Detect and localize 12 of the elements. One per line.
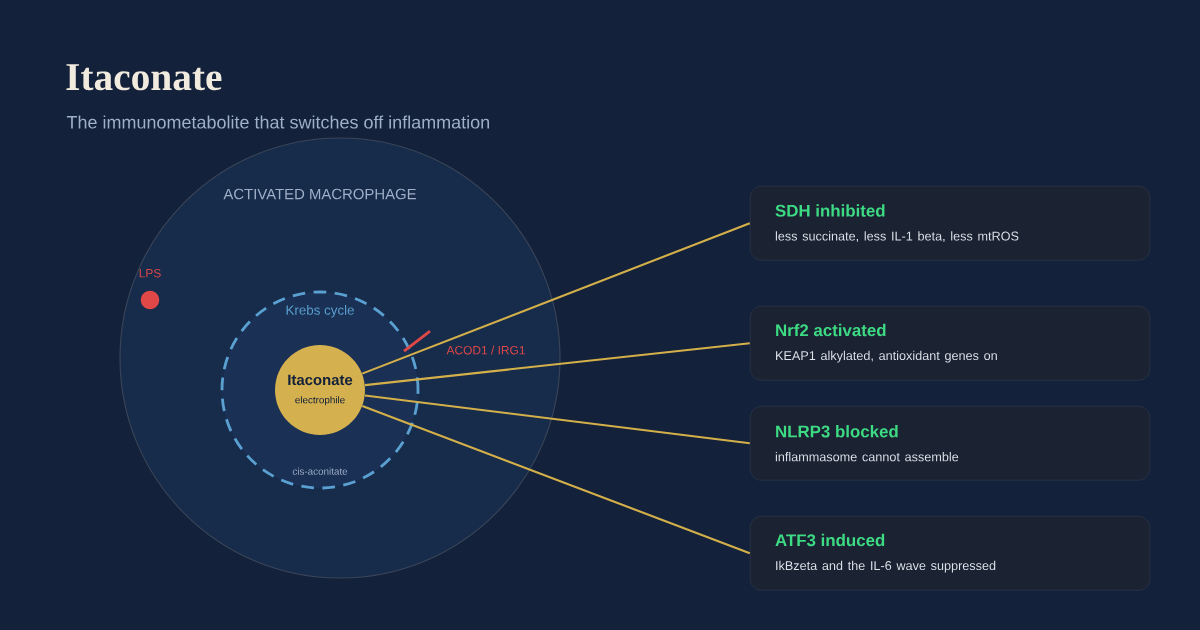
- connector-line: [361, 405, 751, 555]
- subtitle: The immunometabolite that switches off inflammation: [66, 115, 489, 129]
- effect-card: ATF3 induced IkBzeta and the IL-6 wave suppressed: [749, 515, 1151, 591]
- title: Itaconate: [66, 64, 222, 91]
- effect-card: NLRP3 blocked inflammasome cannot assemble: [749, 405, 1151, 481]
- connector-line: [364, 342, 750, 387]
- effect-card: SDH inhibited less succinate, less IL-1 beta, less mtROS: [749, 185, 1151, 261]
- connector-line: [364, 394, 750, 445]
- effect-card: Nrf2 activated KEAP1 alkylated, antioxidant genes on: [749, 305, 1151, 381]
- node-label: LPS: [139, 268, 161, 278]
- enzyme-label: ACOD1 / IRG1: [446, 345, 525, 355]
- connector-line: [361, 222, 751, 375]
